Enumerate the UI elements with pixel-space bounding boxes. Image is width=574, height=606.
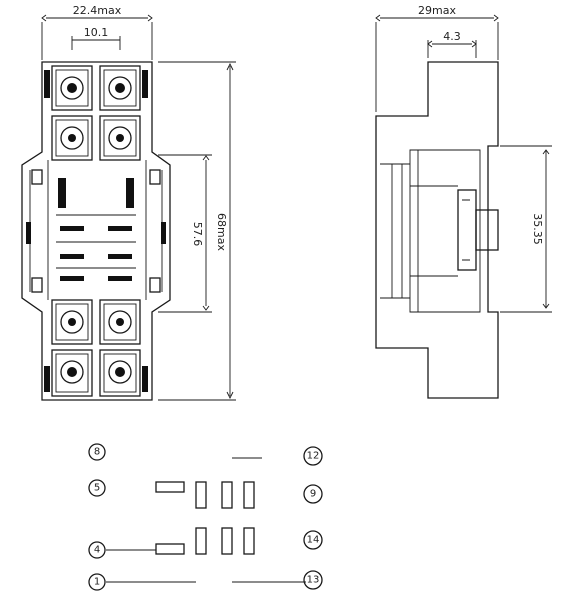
wiring-schematic: 8 5 4 1 12 9 14 13 (88, 443, 323, 591)
dim-side-depth: 29max (418, 4, 456, 17)
dim-rail-width: 35.35 (531, 213, 544, 245)
side-view: 29max 4.3 35.35 (375, 4, 552, 399)
pin-label: 13 (307, 575, 320, 586)
terminal-block-bottom-right-lower (99, 349, 141, 397)
terminal-block-top-right-lower (99, 115, 141, 161)
terminal-block-bottom-right-upper (99, 299, 141, 345)
pin-label: 1 (94, 577, 100, 588)
pin-label: 5 (94, 483, 100, 494)
terminal-block-bottom-left-lower (51, 349, 93, 397)
dim-height-total: 68max (215, 213, 228, 251)
coil-lower (155, 543, 185, 555)
coil-upper (155, 481, 185, 493)
dim-side-rail-gap: 4.3 (443, 30, 461, 43)
terminal-block-top-right-upper (99, 65, 141, 111)
pin-label: 8 (94, 447, 100, 458)
front-view: 22.4max 10.1 57.6 68max (21, 4, 236, 401)
terminal-block-top-left-upper (51, 65, 93, 111)
pin-label: 12 (307, 451, 320, 462)
terminal-block-bottom-left-upper (51, 299, 93, 345)
terminal-block-top-left-lower (51, 115, 93, 161)
dim-width-pitch: 10.1 (84, 26, 109, 39)
pin-label: 9 (310, 489, 316, 500)
pin-label: 4 (94, 545, 100, 556)
pin-label: 14 (307, 535, 320, 546)
dim-width-total: 22.4max (73, 4, 122, 17)
dim-height-pitch: 57.6 (191, 222, 204, 247)
